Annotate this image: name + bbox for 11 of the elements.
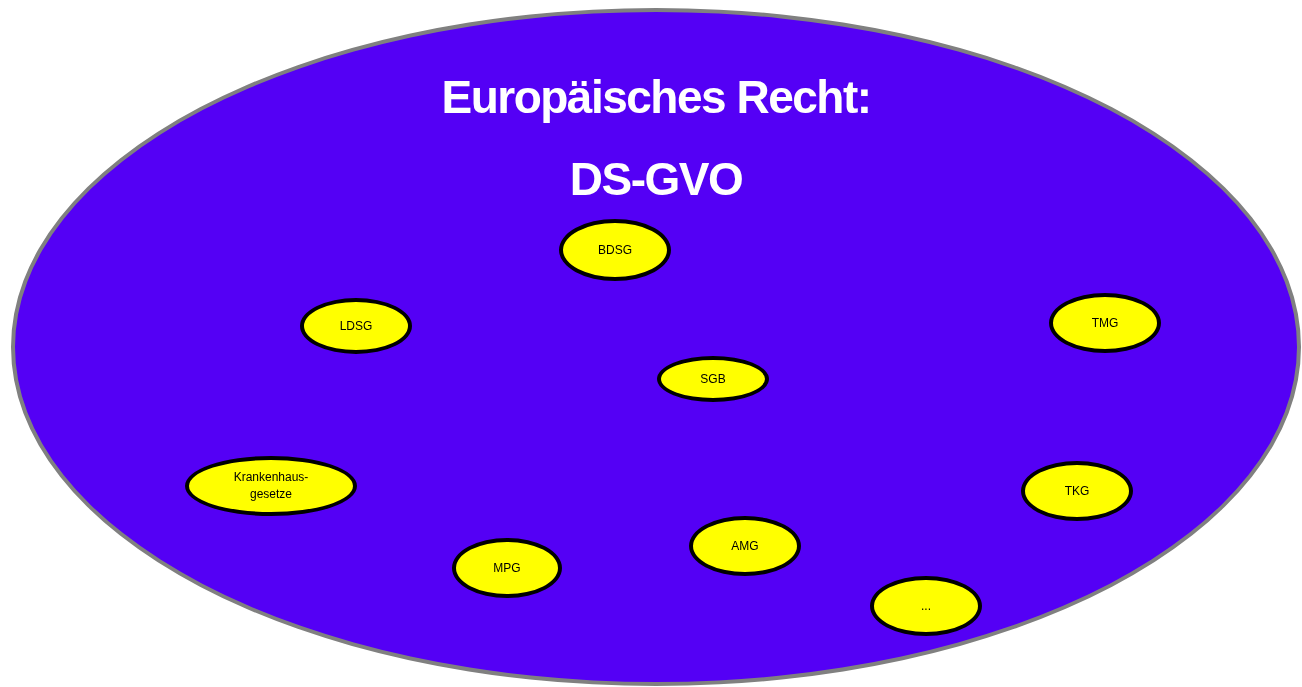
law-label: MPG bbox=[493, 559, 521, 577]
heading: Europäisches Recht: bbox=[441, 70, 871, 124]
law-label: SGB bbox=[700, 370, 726, 388]
law-label: TKG bbox=[1064, 482, 1090, 500]
heading: DS-GVO bbox=[569, 152, 743, 206]
law-label: Krankenhaus- gesetze bbox=[232, 469, 310, 503]
law-label: LDSG bbox=[339, 317, 373, 335]
law-label: ... bbox=[921, 597, 931, 615]
law-label: AMG bbox=[731, 537, 759, 555]
law-label: TMG bbox=[1091, 314, 1119, 332]
law-label: BDSG bbox=[598, 241, 632, 259]
